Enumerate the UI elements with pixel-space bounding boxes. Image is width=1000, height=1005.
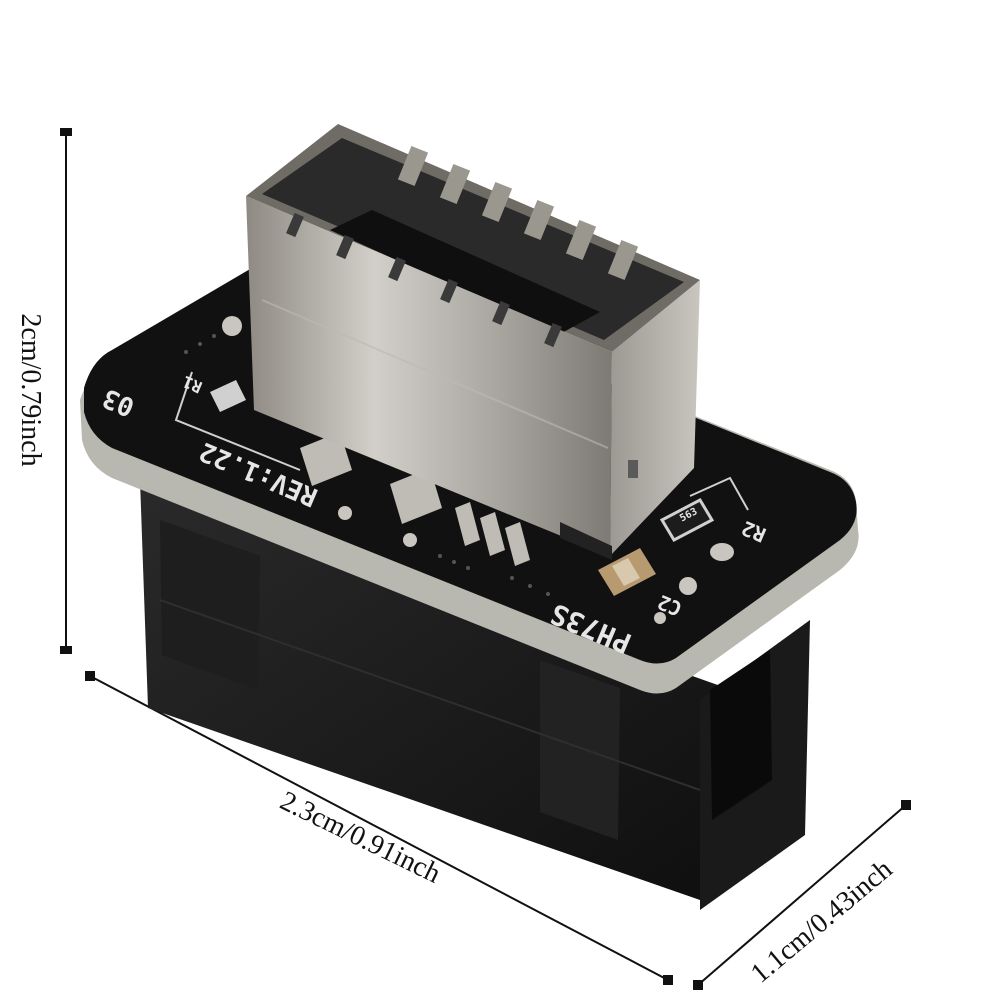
plastic-body [140,480,810,910]
width-dimension-line [85,671,673,985]
depth-dimension-line [693,800,911,990]
metal-connector [246,124,700,560]
height-dimension-line [60,128,72,654]
height-dimension-label: 2cm/0.79inch [15,313,46,467]
